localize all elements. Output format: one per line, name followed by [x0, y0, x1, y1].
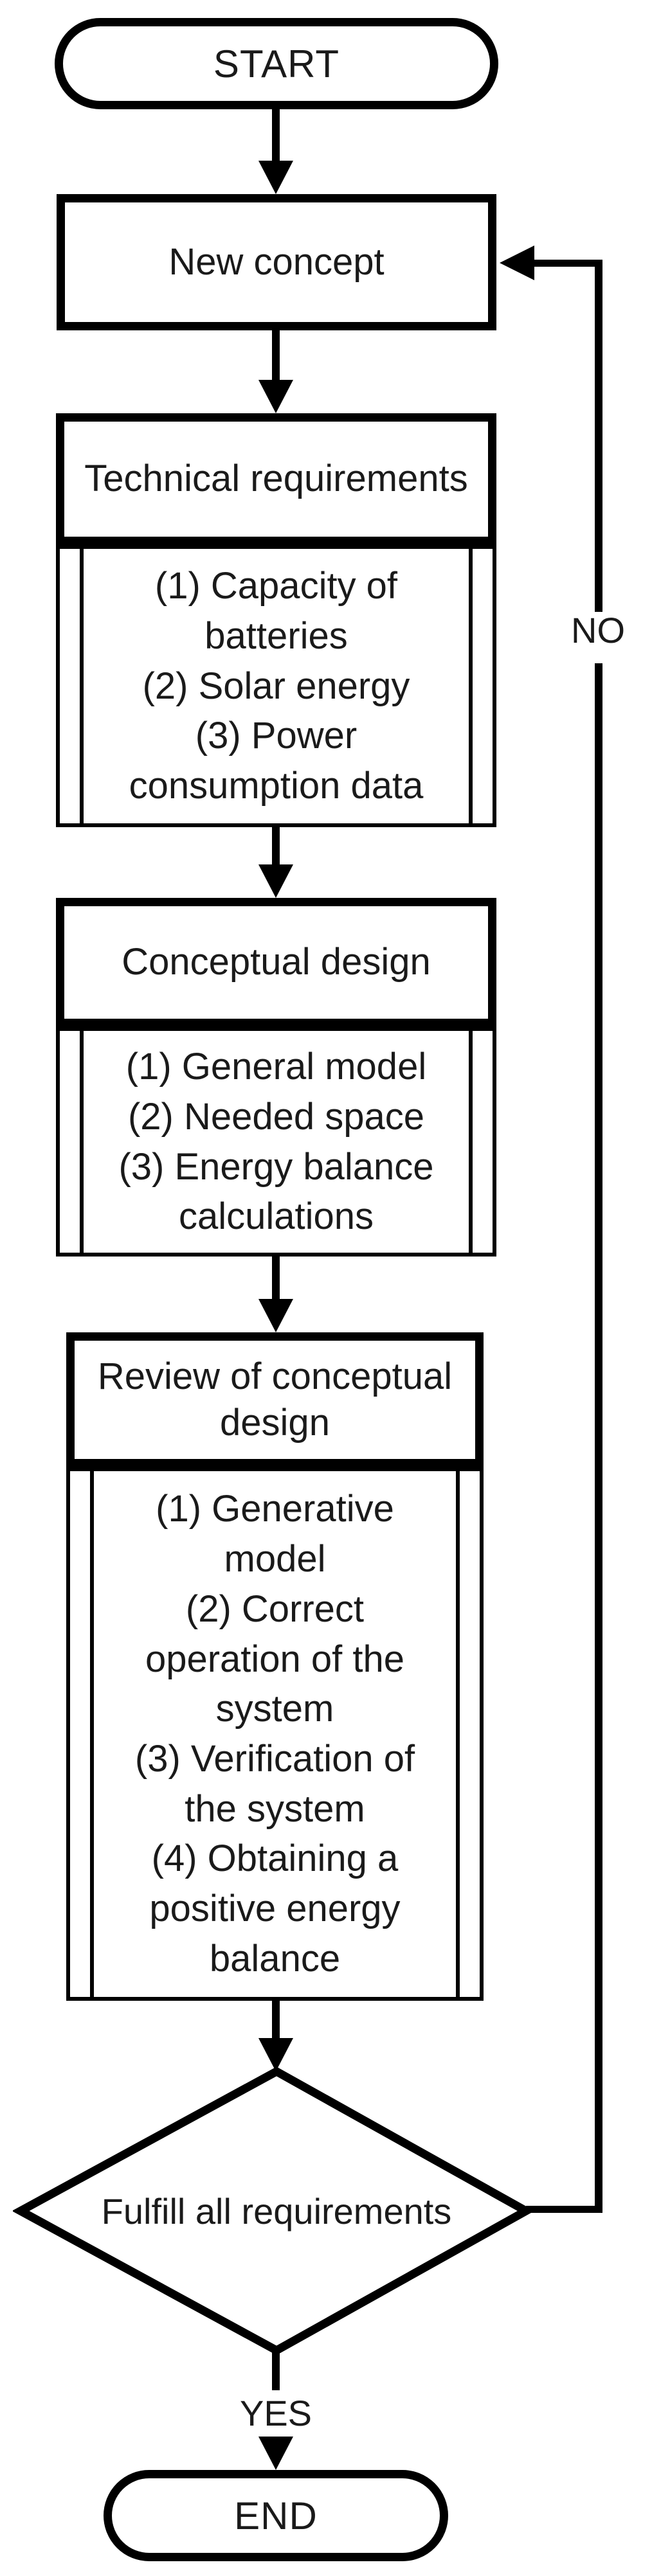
arrow-down-icon [258, 380, 293, 413]
end-label: END [234, 2494, 318, 2537]
review-node: Review of conceptual design [66, 1332, 484, 1467]
technical-requirements-node: Technical requirements [56, 413, 496, 545]
subprocess-bar [469, 1029, 473, 1255]
conceptual-design-details: (1) General model (2) Needed space (3) E… [118, 1046, 434, 1238]
new-concept-node: New concept [57, 194, 496, 330]
subprocess-bar [90, 1469, 94, 1999]
no-edge-label: NO [571, 610, 625, 650]
arrow-down-icon [258, 2437, 293, 2470]
technical-requirements-details: (1) Capacity of batteries (2) Solar ener… [129, 565, 424, 807]
arrow-conceptual-to-review-line [272, 1255, 280, 1300]
new-concept-title: New concept [168, 240, 385, 283]
technical-requirements-subprocess: (1) Capacity of batteries (2) Solar ener… [56, 545, 496, 827]
arrow-review-to-decision-line [272, 1999, 280, 2039]
subprocess-bar [80, 547, 84, 825]
arrow-down-icon [258, 1299, 293, 1332]
conceptual-design-title: Conceptual design [122, 941, 431, 983]
technical-requirements-title: Technical requirements [84, 458, 468, 500]
no-feedback-vertical-upper [595, 260, 602, 612]
conceptual-design-subprocess: (1) General model (2) Needed space (3) E… [56, 1027, 496, 1257]
arrow-down-icon [258, 864, 293, 898]
review-subprocess: (1) Generative model (2) Correct operati… [66, 1467, 484, 2001]
no-feedback-bottom-segment [526, 2206, 599, 2213]
subprocess-bar [80, 1029, 84, 1255]
no-feedback-vertical-lower [595, 663, 602, 2213]
end-node: END [104, 2470, 448, 2561]
decision-label: Fulfill all requirements [101, 2190, 452, 2232]
subprocess-bar [456, 1469, 460, 1999]
subprocess-bar [469, 547, 473, 825]
review-title: Review of conceptual design [97, 1355, 453, 1444]
arrow-start-to-new-concept-line [272, 108, 280, 162]
review-details: (1) Generative model (2) Correct operati… [134, 1488, 415, 1980]
start-label: START [213, 42, 340, 85]
conceptual-design-node: Conceptual design [56, 898, 496, 1027]
arrow-new-concept-to-tech-line [272, 328, 280, 382]
start-node: START [55, 18, 498, 109]
yes-edge-label: YES [239, 2393, 312, 2433]
no-feedback-top-segment [532, 260, 599, 267]
yes-branch-line [272, 2349, 280, 2390]
arrow-down-icon [258, 2038, 293, 2071]
arrow-down-icon [258, 161, 293, 194]
arrow-left-icon [500, 246, 534, 280]
arrow-tech-to-conceptual-line [272, 826, 280, 866]
